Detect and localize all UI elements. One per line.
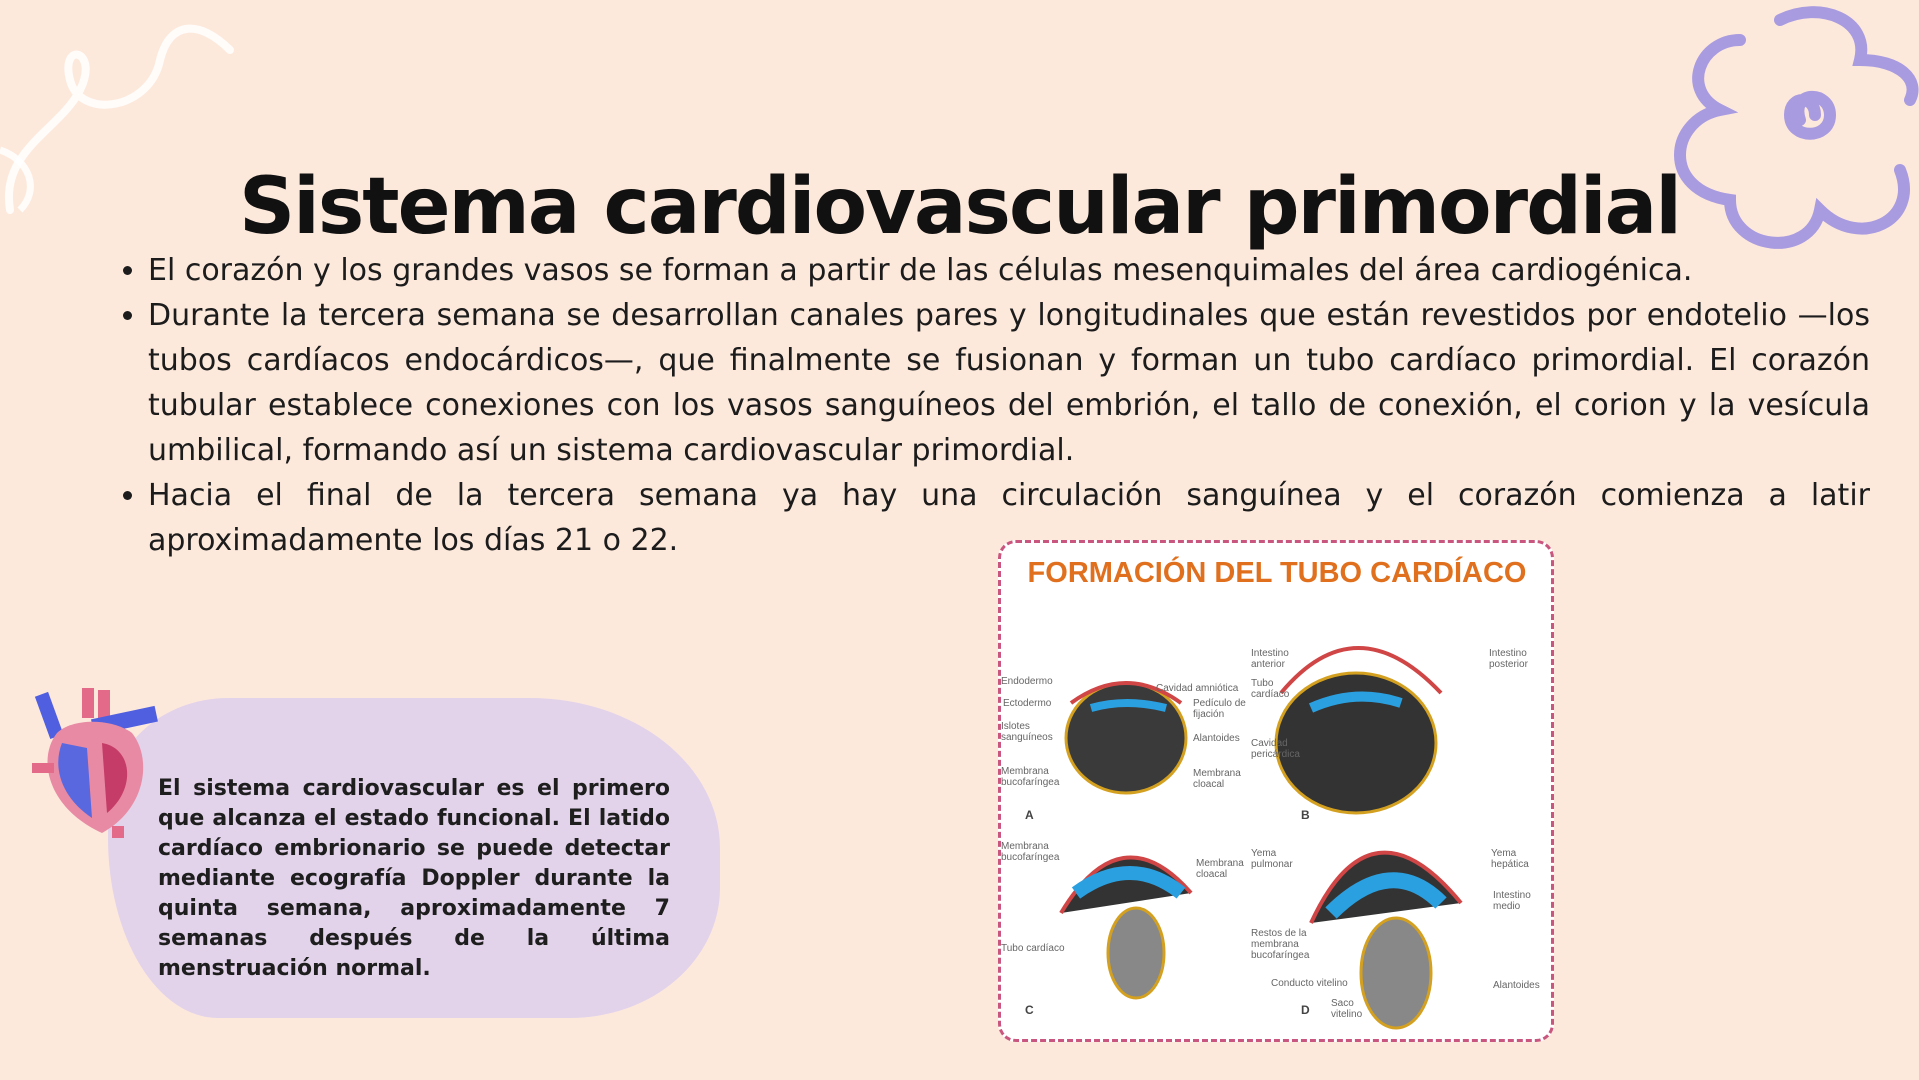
panel-label: B [1301, 808, 1310, 822]
slide-title: Sistema cardiovascular primordial [238, 162, 1682, 253]
label: Yema pulmonar [1251, 848, 1293, 870]
bullet-list: El corazón y los grandes vasos se forman… [112, 248, 1870, 563]
callout-text: El sistema cardiovascular es el primero … [158, 776, 670, 981]
embryo-diagrams [1059, 646, 1463, 1030]
embryo-d [1309, 850, 1463, 1030]
label: Tubo cardíaco [1001, 943, 1065, 954]
label: Intestino anterior [1251, 648, 1289, 670]
bullet-item: Hacia el final de la tercera semana ya h… [148, 473, 1870, 563]
label: Membrana cloacal [1193, 768, 1241, 790]
label: Intestino medio [1493, 890, 1531, 912]
heart-tube-figure: FORMACIÓN DEL TUBO CARDÍACO A B C D Endo… [998, 540, 1554, 1042]
label: Membrana bucofaríngea [1001, 766, 1060, 788]
panel-label: D [1301, 1003, 1310, 1017]
panel-label: A [1025, 808, 1034, 822]
bullet-item: El corazón y los grandes vasos se forman… [148, 248, 1870, 293]
swirl-decoration [0, 24, 234, 214]
label: Restos de la membrana bucofaríngea [1251, 928, 1310, 961]
label: Alantoides [1493, 980, 1540, 991]
label: Alantoides [1193, 733, 1240, 744]
label: Cavidad pericárdica [1251, 738, 1300, 760]
label: Cavidad amniótica [1156, 683, 1239, 694]
label: Saco vitelino [1331, 998, 1363, 1020]
panel-label: C [1025, 1003, 1034, 1017]
embryo-b [1274, 646, 1443, 815]
flower-decoration [1674, 6, 1919, 249]
label: Endodermo [1001, 676, 1053, 687]
label: Pedículo de fijación [1193, 698, 1246, 720]
label: Islotes sanguíneos [1001, 721, 1053, 743]
label: Membrana bucofaríngea [1001, 841, 1060, 863]
label: Membrana cloacal [1196, 858, 1244, 880]
callout-background [108, 698, 720, 1018]
label: Tubo cardíaco [1251, 678, 1290, 700]
label: Intestino posterior [1489, 648, 1528, 670]
embryo-a [1064, 681, 1188, 795]
label: Yema hepática [1491, 848, 1529, 870]
bullet-item: Durante la tercera semana se desarrollan… [148, 293, 1870, 473]
figure-title: FORMACIÓN DEL TUBO CARDÍACO [1027, 557, 1527, 589]
label: Conducto vitelino [1271, 978, 1348, 989]
label: Ectodermo [1003, 698, 1052, 709]
heart-icon [32, 688, 158, 838]
embryo-c [1059, 855, 1193, 1000]
